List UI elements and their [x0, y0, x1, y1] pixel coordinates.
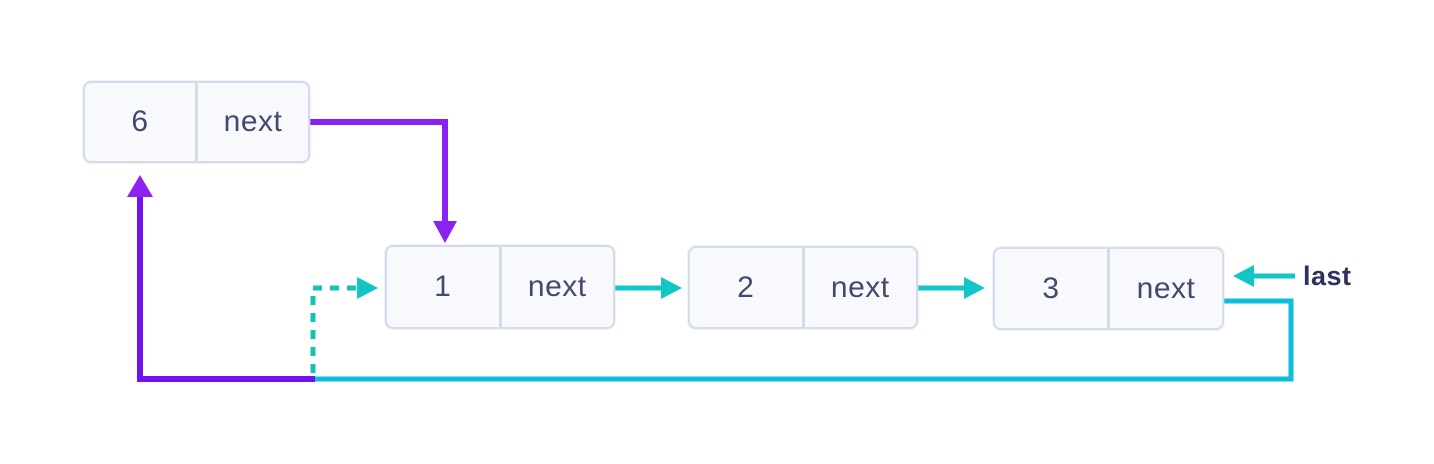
node-1-next-label: next: [527, 270, 587, 303]
last-pointer-label: last: [1303, 261, 1352, 291]
arrow-dashed-to-node1-line: [310, 285, 356, 373]
arrow-loop-to-node6-line: [137, 196, 315, 382]
last-pointer-arrow-head: [1233, 265, 1254, 287]
node-2: 2 next: [688, 246, 918, 329]
node-6-next-label: next: [223, 105, 283, 138]
arrow-loop-to-node6-head: [127, 175, 153, 197]
node-6: 6 next: [83, 81, 310, 163]
arrow-node2-to-node3-head: [964, 277, 985, 299]
node-3-value: 3: [995, 249, 1110, 328]
node-3-next-label: next: [1136, 271, 1196, 305]
node-1-value: 1: [387, 247, 502, 327]
arrow-node1-to-node2-head: [661, 277, 682, 299]
node-1: 1 next: [385, 245, 615, 329]
arrow-dashed-to-node1-head: [357, 277, 378, 299]
node-2-next-label: next: [830, 270, 890, 304]
node-3: 3 next: [993, 247, 1224, 330]
arrow-node6-to-node1-line: [310, 119, 448, 228]
arrow-node6-to-node1-head: [433, 221, 457, 243]
node-6-value: 6: [85, 83, 198, 161]
node-2-value: 2: [690, 248, 805, 327]
